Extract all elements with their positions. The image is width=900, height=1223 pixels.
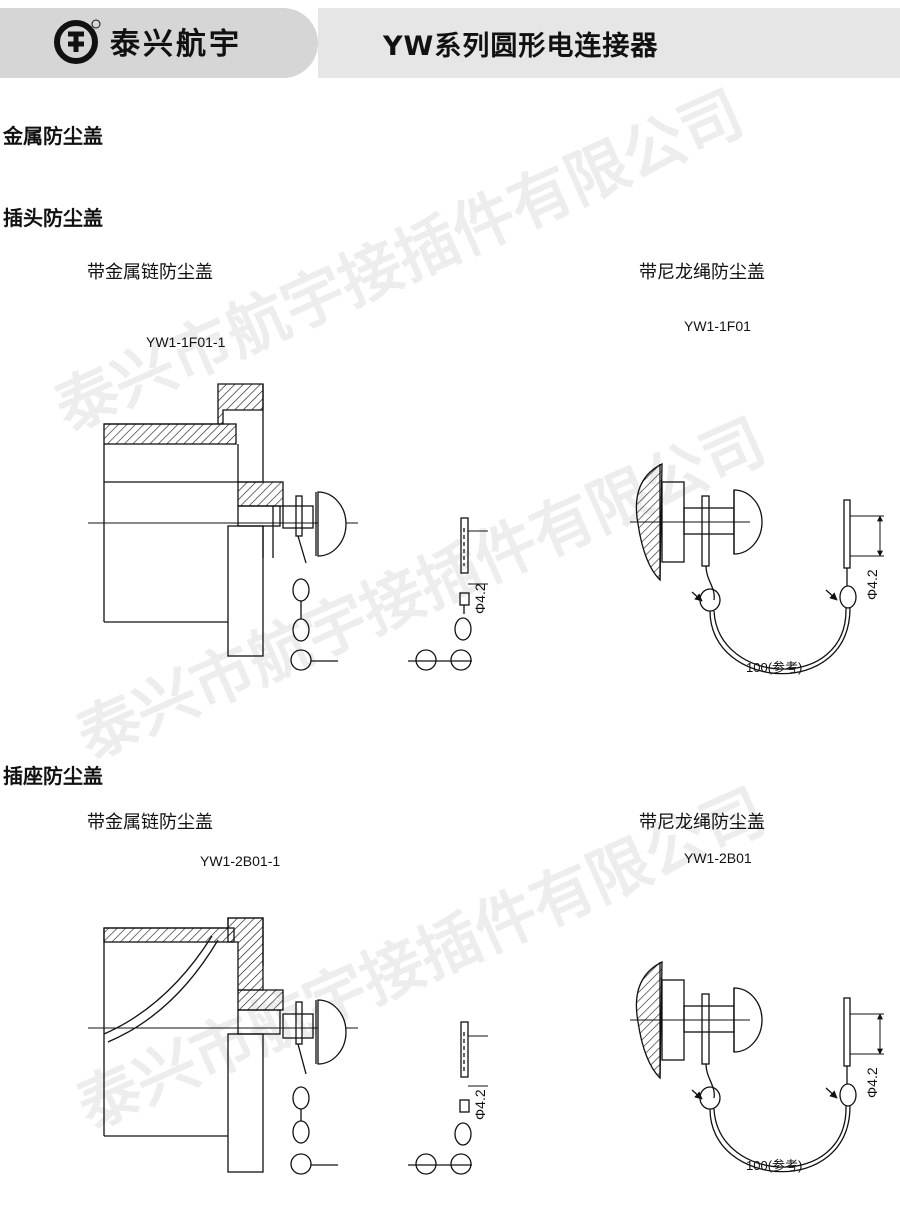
socket-nylon-label: 带尼龙绳防尘盖 [639,812,765,833]
brand-name: 泰兴航宇 [110,27,242,62]
socket-chain-hole-dim: Φ4.2 [472,1089,488,1120]
section-metal-cap: 金属防尘盖 [3,124,103,148]
title-bar [318,8,900,78]
socket-nylon-drawing: Φ4.2 100(参考) [630,960,884,1173]
socket-chain-label: 带金属链防尘盖 [87,812,213,833]
socket-nylon-hole-dim: Φ4.2 [864,1067,880,1098]
plug-nylon-hole-dim: Φ4.2 [864,569,880,600]
page-header: 泰兴航宇 YW系列圆形电连接器 [0,0,900,86]
plug-nylon-label: 带尼龙绳防尘盖 [639,262,765,283]
socket-nylon-model: YW1-2B01 [684,850,752,866]
document-title: YW系列圆形电连接器 [383,31,659,62]
plug-chain-drawing: Φ4.2 [88,383,488,671]
section-plug-cap: 插头防尘盖 [3,206,103,230]
section-socket-cap: 插座防尘盖 [3,764,103,788]
socket-nylon-rope-length: 100(参考) [746,1158,802,1173]
socket-chain-model: YW1-2B01-1 [200,853,281,869]
plug-nylon-drawing: Φ4.2 100(参考) [630,462,884,675]
plug-nylon-rope-length: 100(参考) [746,660,802,675]
plug-chain-hole-dim: Φ4.2 [472,583,488,614]
plug-chain-model: YW1-1F01-1 [146,334,226,350]
plug-nylon-model: YW1-1F01 [684,318,751,334]
brand-bar [0,8,318,78]
company-logo-icon [54,19,101,64]
plug-chain-label: 带金属链防尘盖 [87,262,213,283]
socket-chain-drawing: Φ4.2 [88,917,488,1175]
